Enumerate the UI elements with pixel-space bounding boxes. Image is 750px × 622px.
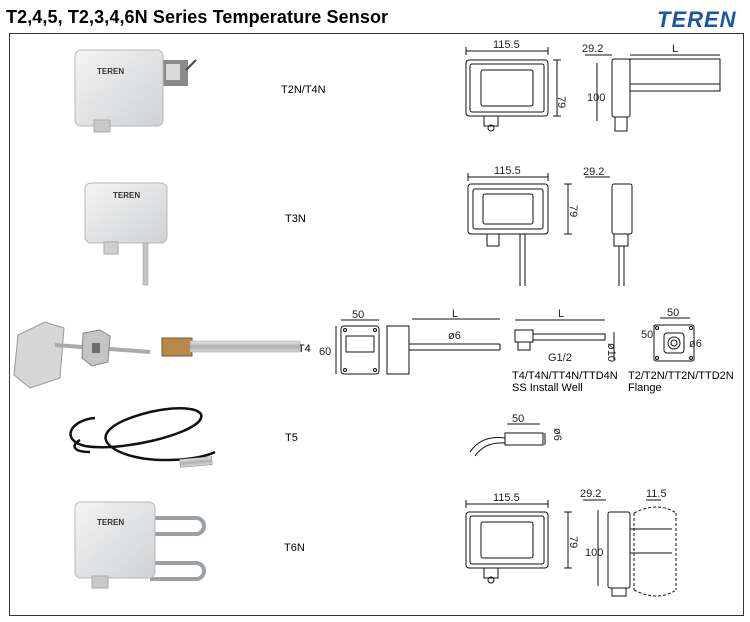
svg-text:ø6: ø6 <box>448 330 461 342</box>
svg-text:50: 50 <box>667 307 679 319</box>
svg-text:100: 100 <box>587 92 605 104</box>
t3n-side-drawing <box>585 176 633 286</box>
install-well-drawing <box>514 319 615 360</box>
model-label-t6n: T6N <box>284 542 305 554</box>
svg-text:G1/2: G1/2 <box>548 352 572 364</box>
svg-text:79: 79 <box>567 536 579 548</box>
svg-text:11.5: 11.5 <box>646 488 667 500</box>
svg-text:79: 79 <box>567 205 579 217</box>
svg-text:TEREN: TEREN <box>113 191 140 200</box>
svg-text:29.2: 29.2 <box>582 43 603 55</box>
t5-product-image <box>69 407 216 468</box>
content-frame <box>9 33 744 616</box>
svg-text:ø6: ø6 <box>689 338 702 350</box>
model-label-t3n: T3N <box>285 213 306 225</box>
svg-text:50: 50 <box>641 329 653 341</box>
t6n-product-image: TEREN <box>74 501 206 589</box>
t2n-t4n-front-drawing <box>465 47 561 132</box>
svg-text:115.5: 115.5 <box>493 492 520 504</box>
svg-text:29.2: 29.2 <box>583 166 604 178</box>
t2-t4-product-image <box>13 321 301 389</box>
svg-text:L: L <box>672 43 678 55</box>
dimension-labels: 115.5 79 29.2 L 100 115.5 79 29.2 50 60 … <box>319 39 702 559</box>
svg-text:100: 100 <box>585 547 603 559</box>
svg-text:ø6: ø6 <box>551 428 563 441</box>
page-title: T2,4,5, T2,3,4,6N Series Temperature Sen… <box>6 7 389 27</box>
model-label-t5: T5 <box>285 432 298 444</box>
t2n-t4n-product-image: TEREN <box>74 49 197 133</box>
flange-caption: T2/T2N/TT2N/TTD2N Flange <box>628 370 734 394</box>
svg-text:115.5: 115.5 <box>494 165 521 177</box>
brand-logo: TEREN <box>656 6 744 37</box>
t2-t4-side-drawing <box>386 318 501 375</box>
svg-text:79: 79 <box>555 96 567 108</box>
svg-text:L: L <box>452 308 458 320</box>
svg-text:L: L <box>558 308 564 320</box>
svg-text:TEREN: TEREN <box>97 67 124 76</box>
t2-t4-front-drawing <box>335 319 380 375</box>
svg-text:50: 50 <box>352 309 364 321</box>
flange-drawing <box>653 317 695 362</box>
svg-text:50: 50 <box>512 413 524 425</box>
t6n-side-drawing <box>583 499 677 597</box>
svg-text:ø10: ø10 <box>605 343 617 362</box>
model-label-t2n-t4n: T2N/T4N <box>281 84 326 96</box>
svg-text:115.5: 115.5 <box>493 39 520 51</box>
t2n-t4n-side-drawing <box>585 54 721 132</box>
t5-probe-drawing <box>469 423 546 457</box>
svg-text:TEREN: TEREN <box>97 518 124 527</box>
svg-text:29.2: 29.2 <box>580 488 601 500</box>
svg-text:TEREN: TEREN <box>657 7 737 32</box>
t3n-front-drawing <box>467 173 572 286</box>
install-well-caption: T4/T4N/TT4N/TTD4N SS Install Well <box>512 370 618 394</box>
svg-text:60: 60 <box>319 346 331 358</box>
t3n-product-image: TEREN <box>84 182 168 286</box>
t6n-front-drawing <box>465 500 572 584</box>
